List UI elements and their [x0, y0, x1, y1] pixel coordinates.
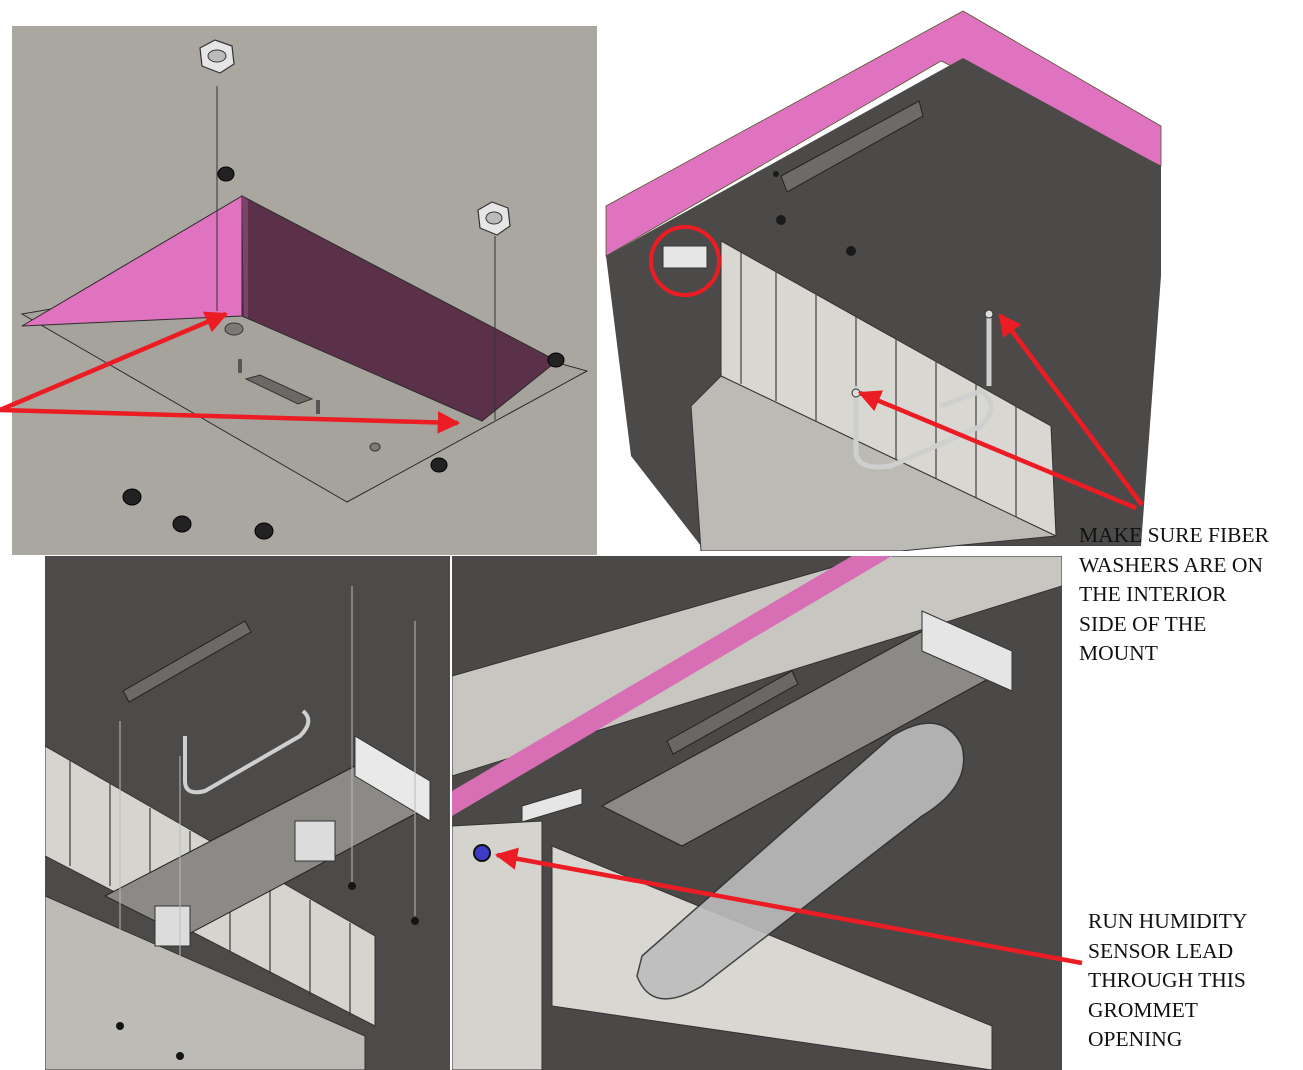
hex-nut-left — [199, 39, 235, 74]
fiber-washers-note-line: THE INTERIOR — [1079, 582, 1227, 606]
humidity-sensor-note-line: RUN HUMIDITY — [1088, 909, 1248, 933]
fiber-washers-note-line: MAKE SURE FIBER — [1079, 523, 1269, 547]
fiber-washers-note-line: WASHERS ARE ON — [1079, 552, 1263, 577]
humidity-sensor-note: RUN HUMIDITY SENSOR LEAD THROUGH THIS GR… — [1088, 907, 1247, 1055]
gasket-underside-illustration — [12, 26, 597, 555]
humidity-sensor-note-line: SENSOR LEAD — [1088, 938, 1234, 963]
humidity-sensor-note-line: GROMMET — [1088, 997, 1198, 1022]
heater-mount-illustration — [601, 6, 1171, 551]
panel-heater-mount — [601, 6, 1171, 551]
drip-tray-grommet-illustration — [452, 556, 1062, 1070]
humidity-sensor-note-line: OPENING — [1088, 1027, 1183, 1051]
bracket-highlight-circle — [649, 225, 721, 297]
grommet-opening — [473, 844, 491, 862]
hex-nut-right — [477, 201, 511, 236]
fiber-washers-note-line: MOUNT — [1079, 641, 1158, 665]
fiber-washers-note-line: SIDE OF THE — [1079, 611, 1207, 636]
humidity-sensor-note-line: THROUGH THIS — [1088, 968, 1246, 992]
panel-gasket-underside — [12, 26, 597, 555]
panel-bracket-assembly — [45, 556, 450, 1070]
panel-drip-tray-grommet — [452, 556, 1062, 1070]
bracket-assembly-illustration — [45, 556, 450, 1070]
fiber-washers-note: MAKE SURE FIBER WASHERS ARE ON THE INTER… — [1079, 521, 1269, 669]
